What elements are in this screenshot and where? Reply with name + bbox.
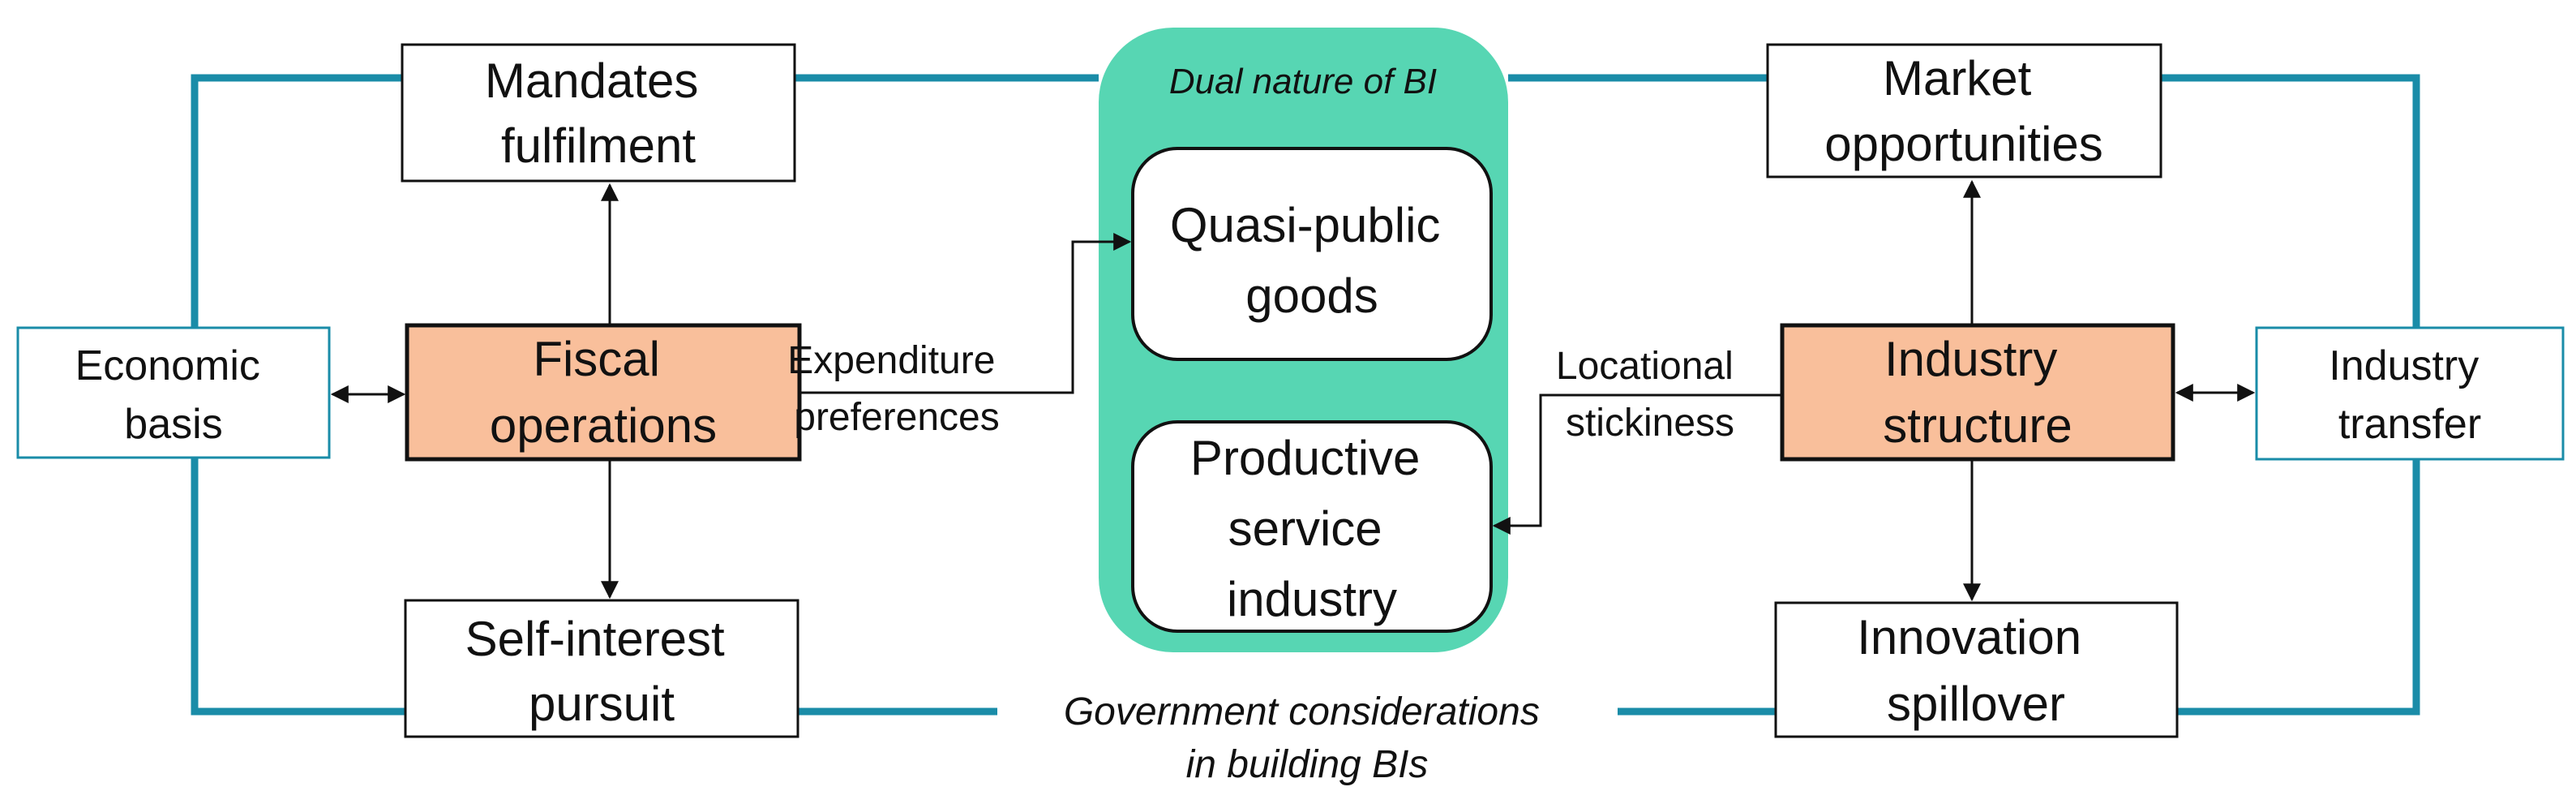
industry-transfer-box bbox=[2255, 326, 2565, 461]
industry-structure-box bbox=[1780, 323, 2175, 462]
productive-service-industry-label: Productive service industry bbox=[1190, 431, 1434, 626]
market-opportunities-label: Market opportunities bbox=[1824, 51, 2103, 171]
expenditure-preferences-label: Expenditure preferences bbox=[787, 339, 1006, 439]
economic-basis-label: Economic basis bbox=[75, 342, 272, 448]
quasi-public-goods-box bbox=[1131, 147, 1493, 361]
mandates-fulfilment-box bbox=[401, 43, 796, 183]
frame-left-bottom bbox=[191, 458, 405, 716]
industry-transfer-label: Industry transfer bbox=[2329, 342, 2490, 448]
self-interest-pursuit-label: Self-interest pursuit bbox=[465, 612, 739, 731]
frame-right-bottom bbox=[2177, 459, 2420, 716]
innovation-spillover-label: Innovation spillover bbox=[1857, 610, 2095, 731]
productive-service-industry-box bbox=[1131, 420, 1493, 633]
fiscal-operations-label: Fiscal operations bbox=[490, 332, 717, 453]
economic-basis-box bbox=[16, 326, 331, 459]
self-interest-pursuit-box bbox=[404, 599, 799, 738]
arrow-expenditure-to-quasi-public bbox=[801, 233, 1132, 394]
central-panel-title: Dual nature of BI bbox=[1169, 62, 1437, 101]
locational-stickiness-label: Locational stickiness bbox=[1556, 345, 1744, 445]
arrow-stickiness-to-productive bbox=[1492, 393, 1781, 535]
market-opportunities-box bbox=[1766, 43, 2162, 178]
frame-right-top bbox=[2161, 74, 2420, 328]
quasi-public-goods-label: Quasi-public goods bbox=[1170, 198, 1454, 323]
arrows bbox=[330, 179, 2256, 602]
teal-frame bbox=[191, 74, 2420, 716]
fiscal-operations-box bbox=[405, 323, 802, 462]
footer-caption: Government considerations in building BI… bbox=[1064, 690, 1550, 786]
mandates-fulfilment-label: Mandates fulfilment bbox=[485, 54, 712, 173]
industry-structure-label: Industry structure bbox=[1883, 332, 2072, 453]
frame-left-top bbox=[191, 74, 402, 328]
innovation-spillover-box bbox=[1774, 601, 2179, 738]
